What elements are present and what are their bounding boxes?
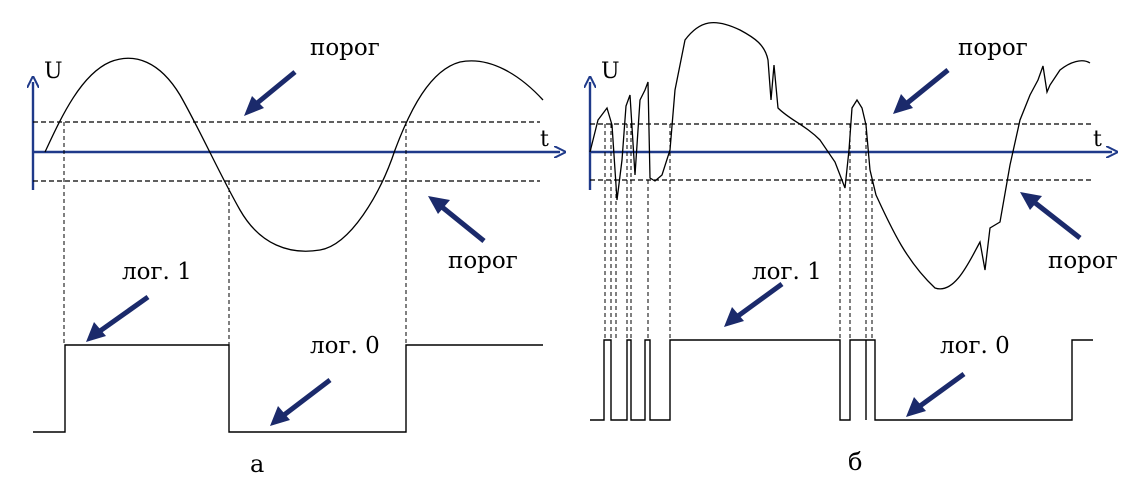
arrow-icon bbox=[1020, 192, 1082, 240]
u-axis-label: U bbox=[601, 59, 620, 84]
digital-output bbox=[33, 344, 543, 433]
threshold-label-lower: порог bbox=[448, 248, 518, 274]
logic-1-label: лог. 1 bbox=[122, 259, 192, 285]
threshold-label-lower: порог bbox=[1048, 248, 1118, 274]
arrow-icon bbox=[906, 371, 966, 417]
threshold-label-upper: порог bbox=[958, 35, 1028, 61]
t-axis-label: t bbox=[540, 127, 549, 152]
panel-caption: б bbox=[848, 448, 862, 476]
arrow-icon bbox=[244, 70, 297, 116]
digital-output bbox=[590, 339, 1093, 421]
arrow-icon bbox=[893, 68, 950, 114]
arrow-icon bbox=[270, 378, 332, 426]
panel-caption: а bbox=[250, 450, 264, 478]
panel-b: U t bbox=[589, 21, 1118, 476]
arrow-icon bbox=[724, 281, 784, 327]
arrow-icon bbox=[86, 294, 150, 342]
logic-0-label: лог. 0 bbox=[310, 333, 380, 359]
threshold-label-upper: порог bbox=[310, 35, 380, 61]
arrow-icon bbox=[428, 196, 486, 243]
logic-0-label: лог. 0 bbox=[940, 333, 1010, 359]
u-axis-label: U bbox=[44, 59, 63, 84]
analog-signal bbox=[44, 57, 544, 252]
panel-a: U t порог порог л bbox=[33, 35, 560, 478]
analog-signal bbox=[589, 21, 1091, 290]
t-axis-label: t bbox=[1093, 127, 1102, 152]
logic-1-label: лог. 1 bbox=[752, 259, 822, 285]
